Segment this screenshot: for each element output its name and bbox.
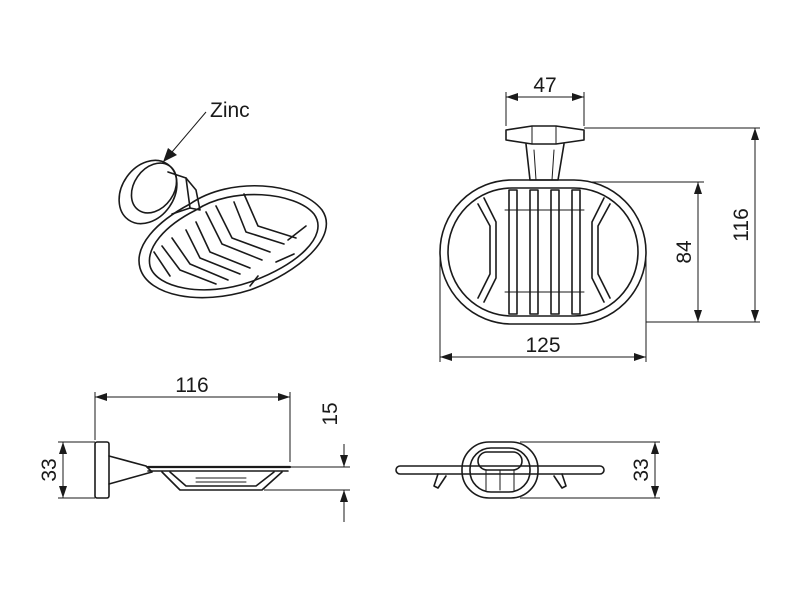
front-view: [395, 441, 660, 499]
dim-depth: [94, 392, 291, 462]
dim-label-116-horizontal: 116: [175, 374, 208, 397]
top-wire-bars: [504, 189, 585, 315]
side-flange: [94, 441, 110, 499]
top-dish-inner: [447, 187, 639, 317]
dim-top-width: [505, 92, 585, 126]
dim-label-116-vertical: 116: [730, 208, 753, 241]
dim-label-33-side: 33: [38, 458, 61, 481]
top-mount: [505, 125, 585, 181]
dim-label-84: 84: [673, 240, 696, 264]
dim-dish-width: [439, 252, 647, 362]
side-dish: [146, 465, 292, 491]
dim-label-15: 15: [319, 402, 342, 425]
dim-label-33-front: 33: [630, 458, 653, 481]
dim-label-47: 47: [533, 74, 556, 97]
top-view: [439, 92, 760, 362]
material-label: Zinc: [210, 99, 250, 122]
side-view: [58, 392, 350, 522]
dim-side-height: [58, 441, 95, 499]
dim-total-height: [584, 127, 760, 323]
iso-leader: [163, 111, 207, 162]
iso-dish: [138, 184, 328, 299]
iso-wall-flange: [118, 159, 201, 225]
front-flange-inner: [469, 447, 531, 493]
isometric-view: [118, 111, 328, 299]
front-mount: [477, 451, 523, 471]
dim-thickness: [264, 444, 350, 522]
top-dish-outer: [439, 179, 647, 325]
dim-label-125: 125: [525, 334, 560, 357]
dim-front-height: [520, 441, 660, 499]
dim-dish-height: [592, 181, 704, 322]
front-flange-outer: [461, 441, 539, 499]
